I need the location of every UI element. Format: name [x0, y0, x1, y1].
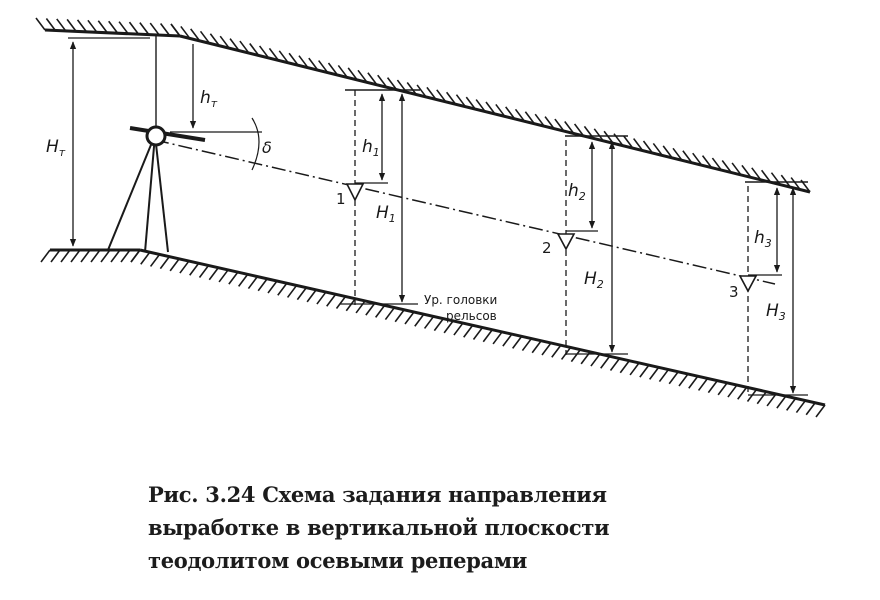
label-h1: h1	[362, 137, 380, 159]
floor-surface	[40, 248, 826, 418]
label-point-1: 1	[336, 190, 346, 208]
theodolite	[107, 36, 262, 253]
label-point-3: 3	[729, 283, 739, 301]
benchmark-3-group	[738, 181, 808, 396]
plumb-bob-1-icon	[345, 183, 365, 202]
benchmark-1-group	[340, 89, 420, 305]
figure-caption: Рис. 3.24 Схема задания направления выра…	[148, 478, 788, 577]
instrument-height-dimension	[68, 37, 150, 251]
label-H2: H2	[584, 269, 604, 291]
label-h2: h2	[568, 181, 586, 203]
label-point-2: 2	[542, 239, 552, 257]
label-H3: H3	[766, 301, 786, 323]
label-H-t: Hт	[46, 137, 66, 159]
caption-line-1: Рис. 3.24 Схема задания направления	[148, 482, 607, 507]
benchmark-2-group	[556, 135, 628, 355]
label-H1: H1	[376, 203, 396, 225]
label-h3: h3	[754, 228, 772, 250]
rail-level-note-line2: рельсов	[446, 309, 497, 323]
sight-line	[154, 139, 776, 285]
rail-level-note-line1: Ур. головки	[424, 293, 497, 307]
plumb-bob-3-icon	[738, 275, 758, 293]
caption-line-2: выработке в вертикальной плоскости	[148, 515, 610, 540]
plumb-bob-2-icon	[556, 233, 576, 251]
caption-line-3: теодолитом осевыми реперами	[148, 548, 528, 573]
label-h-t: hт	[200, 88, 218, 110]
label-delta: δ	[262, 138, 272, 157]
